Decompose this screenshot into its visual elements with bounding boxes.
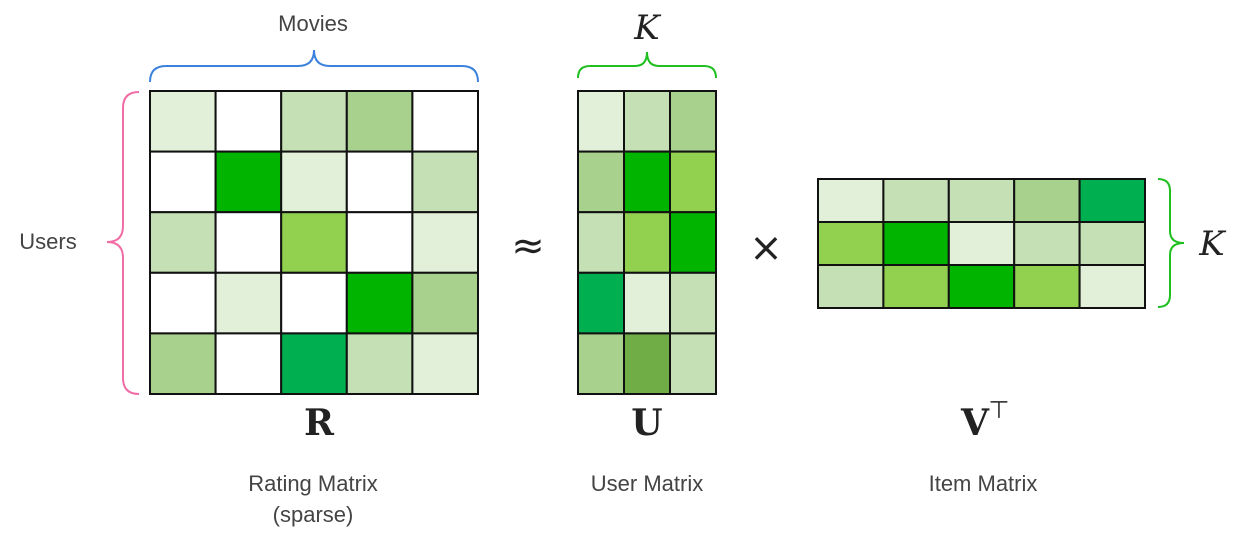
rating-matrix-cell xyxy=(411,150,479,214)
item-matrix-cell xyxy=(882,221,950,266)
rating-matrix-cell xyxy=(214,150,283,214)
item-matrix-grid xyxy=(817,178,1146,309)
item-matrix-cell xyxy=(882,178,950,223)
item-matrix-cell xyxy=(947,264,1016,309)
item-matrix-cell xyxy=(1013,264,1081,309)
item-matrix-cell xyxy=(947,221,1016,266)
times-symbol: × xyxy=(749,225,783,271)
item-matrix-cell xyxy=(1078,221,1146,266)
rating-matrix-cell xyxy=(411,90,479,153)
rating-matrix-cell xyxy=(345,211,414,274)
k-label-item: K xyxy=(1198,224,1227,264)
user-matrix-cell xyxy=(577,150,625,214)
rating-matrix-cell xyxy=(411,332,479,395)
item-matrix-cell xyxy=(1013,221,1081,266)
user-matrix-cell xyxy=(577,271,625,335)
rating-matrix-cell xyxy=(280,271,348,335)
user-matrix-cell xyxy=(669,271,717,335)
item-matrix-cell xyxy=(882,264,950,309)
rating-matrix-cell xyxy=(345,271,414,335)
item-matrix-cell xyxy=(817,178,885,223)
rating-matrix-cell xyxy=(149,90,217,153)
user-matrix-cell xyxy=(577,211,625,274)
rating-matrix-cell xyxy=(411,211,479,274)
rating-matrix-cell xyxy=(411,271,479,335)
rating-matrix-cell xyxy=(149,211,217,274)
rating-matrix-symbol: R xyxy=(304,402,335,444)
k-brace-item xyxy=(1157,178,1185,308)
rating-matrix-cell xyxy=(280,332,348,395)
rating-matrix-cell xyxy=(149,150,217,214)
rating-matrix-cell xyxy=(280,211,348,274)
rating-matrix-cell xyxy=(214,90,283,153)
user-matrix-cell xyxy=(623,271,671,335)
rating-matrix-cell xyxy=(345,332,414,395)
user-matrix-cell xyxy=(577,90,625,153)
user-matrix-cell xyxy=(669,211,717,274)
item-matrix-symbol: V xyxy=(960,402,990,444)
user-matrix-cell xyxy=(623,150,671,214)
rating-matrix-cell xyxy=(280,150,348,214)
user-matrix-cell xyxy=(669,332,717,395)
rating-matrix-sparse-note: (sparse) xyxy=(273,502,354,527)
rating-matrix-cell xyxy=(214,332,283,395)
user-matrix-cell xyxy=(669,90,717,153)
item-matrix-cell xyxy=(1078,178,1146,223)
users-label: Users xyxy=(19,229,76,254)
item-matrix-cell xyxy=(817,264,885,309)
user-matrix-grid xyxy=(577,90,717,395)
item-matrix-cell xyxy=(947,178,1016,223)
rating-matrix-cell xyxy=(345,90,414,153)
rating-matrix-cell xyxy=(149,332,217,395)
rating-matrix-cell xyxy=(214,271,283,335)
user-matrix-cell xyxy=(623,332,671,395)
rating-matrix-cell xyxy=(345,150,414,214)
users-brace xyxy=(106,91,140,395)
item-matrix-caption: Item Matrix xyxy=(929,471,1038,496)
k-label-user: K xyxy=(633,8,662,48)
user-matrix-cell xyxy=(577,332,625,395)
movies-label: Movies xyxy=(278,11,348,36)
user-matrix-caption: User Matrix xyxy=(591,471,703,496)
rating-matrix-grid xyxy=(149,90,479,395)
rating-matrix-cell xyxy=(149,271,217,335)
rating-matrix-cell xyxy=(214,211,283,274)
rating-matrix-caption: Rating Matrix xyxy=(248,471,378,496)
user-matrix-cell xyxy=(623,90,671,153)
item-matrix-cell xyxy=(1078,264,1146,309)
approx-symbol: ≈ xyxy=(511,223,545,269)
user-matrix-cell xyxy=(669,150,717,214)
item-matrix-cell xyxy=(817,221,885,266)
movies-brace xyxy=(149,49,479,83)
rating-matrix-cell xyxy=(280,90,348,153)
transpose-superscript: ⊤ xyxy=(989,396,1010,424)
user-matrix-symbol: U xyxy=(631,402,662,444)
user-matrix-cell xyxy=(623,211,671,274)
item-matrix-cell xyxy=(1013,178,1081,223)
k-brace-user xyxy=(577,51,717,79)
